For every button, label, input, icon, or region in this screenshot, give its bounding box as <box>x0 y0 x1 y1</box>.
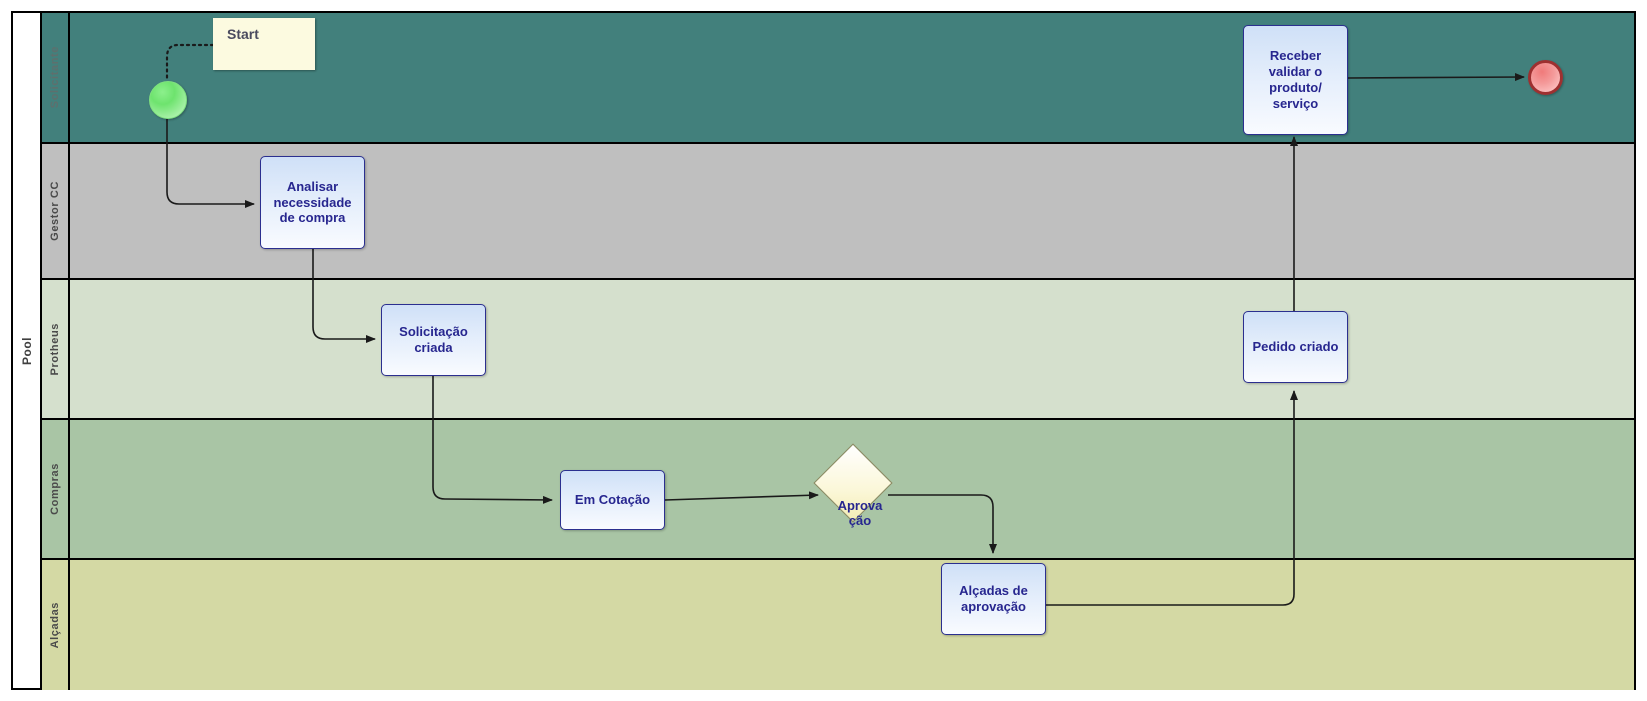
flow-start-to-analisar[interactable] <box>166 119 255 208</box>
flow-note-to-start <box>165 43 215 81</box>
task-pedido-criado[interactable]: Pedido criado <box>1243 311 1348 383</box>
pool-label: Pool <box>13 13 42 688</box>
flow-analisar-to-solicitacao[interactable] <box>312 249 376 343</box>
lane-protheus[interactable]: Protheus <box>42 280 1634 420</box>
flow-alcadas-to-pedido[interactable] <box>1045 390 1298 606</box>
lane-label-alcadas: Alçadas <box>42 560 70 690</box>
task-solicitacao-criada[interactable]: Solicitação criada <box>381 304 486 376</box>
flow-receber-to-end[interactable] <box>1347 73 1525 82</box>
end-event-icon[interactable] <box>1528 60 1563 95</box>
task-analisar-necessidade-de-compra[interactable]: Analisar necessidade de compra <box>260 156 365 249</box>
flow-cotacao-to-aprovacao[interactable] <box>664 491 819 501</box>
task-em-cotacao[interactable]: Em Cotação <box>560 470 665 530</box>
gateway-aprovacao-label: Aprova ção <box>837 498 883 528</box>
start-event-icon[interactable] <box>149 81 187 119</box>
text-annotation-start-label: Start <box>227 26 259 42</box>
lane-alcadas[interactable]: Alçadas <box>42 560 1634 690</box>
lane-label-compras: Compras <box>42 420 70 558</box>
flow-aprovacao-to-alcadas[interactable] <box>888 494 997 554</box>
lane-label-gestor-cc: Gestor CC <box>42 144 70 278</box>
flow-solicitacao-to-cotacao[interactable] <box>432 372 553 504</box>
task-alcadas-de-aprovacao[interactable]: Alçadas de aprovação <box>941 563 1046 635</box>
task-receber-validar-produto-servico[interactable]: Receber validar o produto/ serviço <box>1243 25 1348 135</box>
lane-label-protheus: Protheus <box>42 280 70 418</box>
lane-label-solicitante: Solicitante <box>42 13 70 142</box>
text-annotation-start[interactable]: Start <box>213 18 315 70</box>
